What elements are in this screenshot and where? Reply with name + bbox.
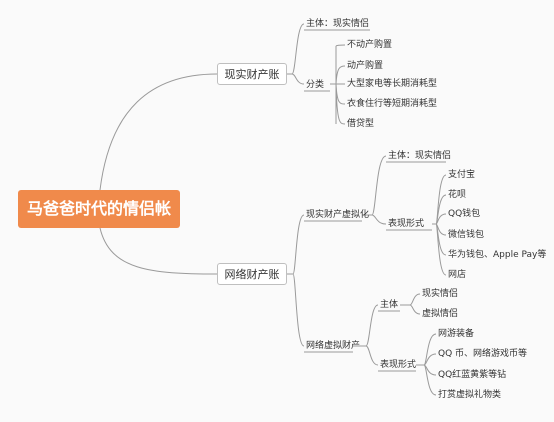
b1-item[interactable]: 不动产购置 xyxy=(347,40,393,50)
b2n-subject-item[interactable]: 现实情侣 xyxy=(422,289,459,299)
b1-item[interactable]: 动产购置 xyxy=(347,61,384,71)
b1-item[interactable]: 大型家电等长期消耗型 xyxy=(347,79,438,89)
b2v-form[interactable]: 微信钱包 xyxy=(448,230,485,240)
b2n-form[interactable]: 打赏虚拟礼物类 xyxy=(438,390,502,400)
b1-item[interactable]: 衣食住行等短期消耗型 xyxy=(347,99,438,109)
b2v-subject[interactable]: 主体：现实情侣 xyxy=(388,151,452,161)
b2n-form[interactable]: QQ红蓝黄紫等钻 xyxy=(438,370,507,380)
b2n-form[interactable]: 网游装备 xyxy=(438,329,475,339)
b2v-form[interactable]: 网店 xyxy=(448,270,467,280)
b2v-form[interactable]: 支付宝 xyxy=(448,170,476,180)
b2n-form[interactable]: QQ 币、网络游戏币等 xyxy=(438,349,528,359)
b2v-form[interactable]: 华为钱包、Apple Pay等 xyxy=(448,250,547,260)
b2v-form[interactable]: QQ钱包 xyxy=(448,209,481,219)
b2n-forms[interactable]: 表现形式 xyxy=(380,360,417,370)
b1-category[interactable]: 分类 xyxy=(306,80,325,90)
b2n-subject[interactable]: 主体 xyxy=(380,300,399,310)
branch-real-property[interactable]: 现实财产账 xyxy=(217,63,287,85)
b2v-forms[interactable]: 表现形式 xyxy=(388,219,425,229)
b2n-subject-item[interactable]: 虚拟情侣 xyxy=(422,309,459,319)
b2-virtualized[interactable]: 现实财产虚拟化 xyxy=(306,210,370,220)
root-topic[interactable]: 马爸爸时代的情侣帐 xyxy=(18,190,180,228)
b1-subject[interactable]: 主体：现实情侣 xyxy=(306,19,370,29)
branch-network-property[interactable]: 网络财产账 xyxy=(217,263,287,285)
b2v-form[interactable]: 花呗 xyxy=(448,190,467,200)
b1-item[interactable]: 借贷型 xyxy=(347,119,375,129)
b2-virtual[interactable]: 网络虚拟财产 xyxy=(306,341,361,351)
